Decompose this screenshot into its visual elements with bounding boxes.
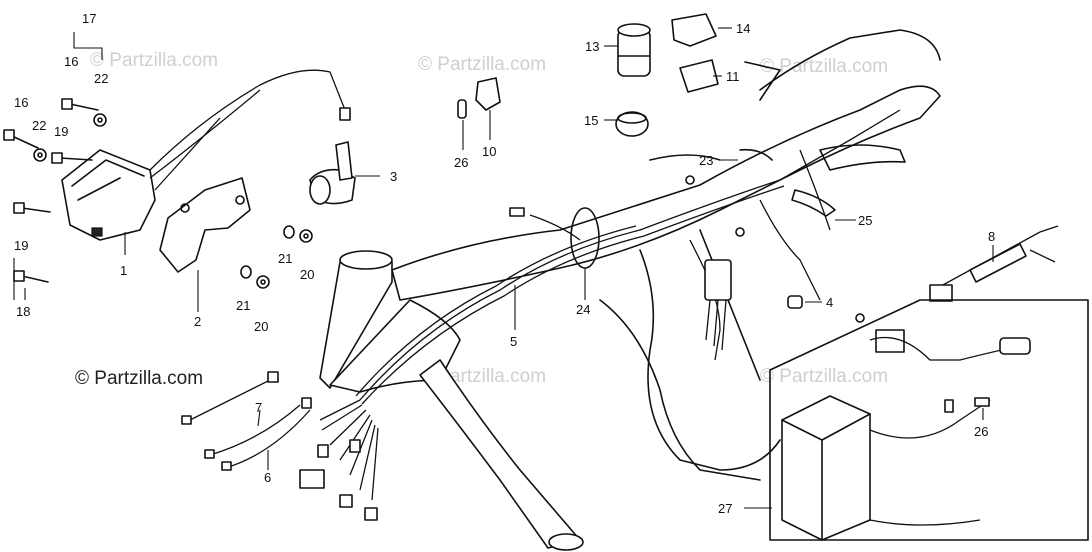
callout-26-lower: 26 [974, 424, 988, 439]
callout-13: 13 [585, 39, 599, 54]
relay-11 [679, 59, 719, 93]
callout-19-upper: 19 [54, 124, 68, 139]
callout-11: 11 [726, 69, 740, 84]
nut-22-lower [33, 148, 47, 162]
nut-20-lower [256, 275, 270, 289]
callout-7: 7 [255, 400, 262, 415]
callout-27: 27 [718, 501, 732, 516]
callout-19-lower: 19 [14, 238, 28, 253]
frame-body [319, 29, 941, 551]
wire-6 [204, 397, 312, 471]
battery-cable-8 [929, 225, 1059, 302]
battery-connector [875, 329, 905, 353]
callout-2: 2 [194, 314, 201, 329]
callout-18: 18 [16, 304, 30, 319]
leader-lines [13, 27, 994, 509]
bolt-19-upper [51, 152, 93, 164]
washer-21-upper [283, 225, 295, 239]
callout-8: 8 [988, 229, 995, 244]
bolt-16-lower [3, 129, 39, 149]
harness-connector-1 [299, 469, 325, 489]
fuse-26-upper [457, 99, 467, 119]
watermark-1: © Partzilla.com [90, 50, 218, 71]
watermark-2: © Partzilla.com [418, 54, 546, 75]
callout-10: 10 [482, 144, 496, 159]
relay-unit [704, 259, 732, 301]
watermark-3: © Partzilla.com [760, 56, 888, 77]
harness-plug [509, 207, 525, 217]
callout-20-upper: 20 [300, 267, 314, 282]
watermark-main: © Partzilla.com [75, 368, 203, 389]
ring-15 [615, 111, 649, 137]
battery-27 [769, 299, 1089, 541]
callout-labels: 17 16 22 16 22 19 19 18 1 2 3 21 20 21 2… [14, 11, 995, 516]
callout-22-lower: 22 [32, 118, 46, 133]
clamp-25 [791, 189, 836, 217]
connector-4 [787, 295, 803, 309]
band-23 [739, 148, 773, 161]
callout-6: 6 [264, 470, 271, 485]
coil-bracket [159, 177, 251, 273]
nut-22-upper [93, 113, 107, 127]
callout-20-lower: 20 [254, 319, 268, 334]
callout-22-upper: 22 [94, 71, 108, 86]
callout-21-lower: 21 [236, 298, 250, 313]
ignition-coil [61, 69, 351, 241]
callout-14: 14 [736, 21, 750, 36]
callout-4: 4 [826, 295, 833, 310]
cable-connector [929, 284, 953, 302]
callout-23: 23 [699, 153, 713, 168]
callout-3: 3 [390, 169, 397, 184]
callout-15: 15 [584, 113, 598, 128]
spark-plug-cap [309, 141, 356, 205]
wire-harness [299, 109, 901, 521]
watermark-5: © Partzilla.com [760, 366, 888, 387]
fuse-holder-10 [475, 77, 501, 111]
callout-17: 17 [82, 11, 96, 26]
callout-26-upper: 26 [454, 155, 468, 170]
wire-7 [181, 371, 279, 425]
callout-16-upper: 16 [64, 54, 78, 69]
callout-16-lower: 16 [14, 95, 28, 110]
nut-20-upper [299, 229, 313, 243]
callout-21-upper: 21 [278, 251, 292, 266]
bolt-16-upper [61, 98, 99, 111]
callout-25: 25 [858, 213, 872, 228]
washer-21-lower [240, 265, 252, 279]
fuse-26-lower [974, 397, 990, 407]
bolt-18 [13, 270, 49, 283]
callout-1: 1 [120, 263, 127, 278]
callout-5: 5 [510, 334, 517, 349]
horn-cylinder-13 [617, 23, 651, 77]
callout-24: 24 [576, 302, 590, 317]
fuse-holder-inline [999, 337, 1031, 355]
rubber-cover-14 [671, 13, 717, 47]
bolt-19-lower [13, 202, 51, 214]
